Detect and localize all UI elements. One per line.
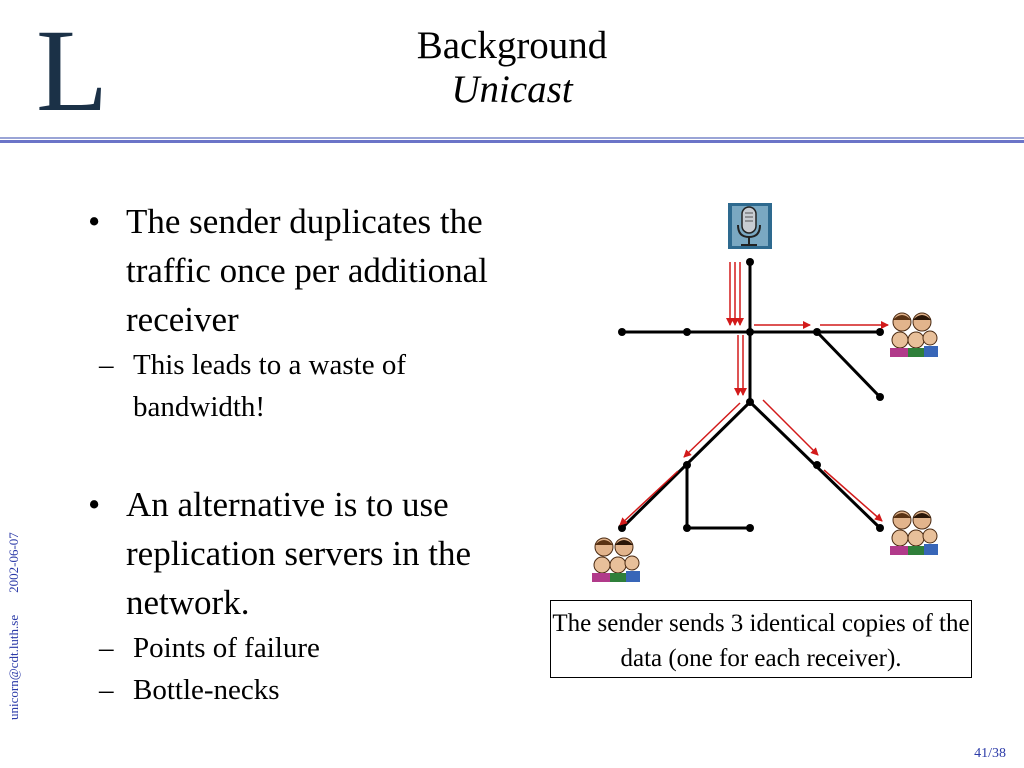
bullet-text: An alternative is to use replication ser… <box>126 485 472 622</box>
sub-bullet-text: Points of failure <box>133 632 320 664</box>
title-text: Background <box>416 24 608 67</box>
side-date: 2002-06-07 <box>6 532 21 593</box>
bullet-list: •The sender duplicates the traffic once … <box>88 197 508 711</box>
side-footer: unicorn@cdt.luth.se 2002-06-07 <box>6 510 22 720</box>
title-rule-thin <box>0 137 1024 139</box>
slide-title: Background Unicast <box>300 24 724 112</box>
receiver-group-icon <box>592 537 640 582</box>
microphone-icon <box>728 203 772 249</box>
bullet-item: •The sender duplicates the traffic once … <box>88 202 488 339</box>
sub-bullet-item: –This leads to a waste of bandwidth! <box>99 349 407 423</box>
diagram-caption: The sender sends 3 identical copies of t… <box>550 600 972 678</box>
logo: L <box>36 14 108 118</box>
sub-bullet-text: This leads to a waste of bandwidth! <box>133 349 407 423</box>
logo-letter: L <box>36 14 108 118</box>
network-diagram <box>592 203 938 582</box>
sub-bullet-item: –Points of failure <box>99 632 320 664</box>
sub-bullet-item: –Bottle-necks <box>99 674 280 706</box>
bullet-item: •An alternative is to use replication se… <box>88 485 472 622</box>
receiver-group-icon <box>890 510 938 555</box>
page-number: 41/38 <box>974 746 1006 761</box>
side-email: unicorn@cdt.luth.se <box>6 614 21 720</box>
title-rule-thick <box>0 140 1024 143</box>
receiver-group-icon <box>890 312 938 357</box>
traffic-arrows <box>619 262 889 526</box>
subtitle-text: Unicast <box>451 68 573 111</box>
network-nodes <box>618 258 884 532</box>
bullet-text: The sender duplicates the traffic once p… <box>126 202 488 339</box>
sub-bullet-text: Bottle-necks <box>133 674 280 706</box>
